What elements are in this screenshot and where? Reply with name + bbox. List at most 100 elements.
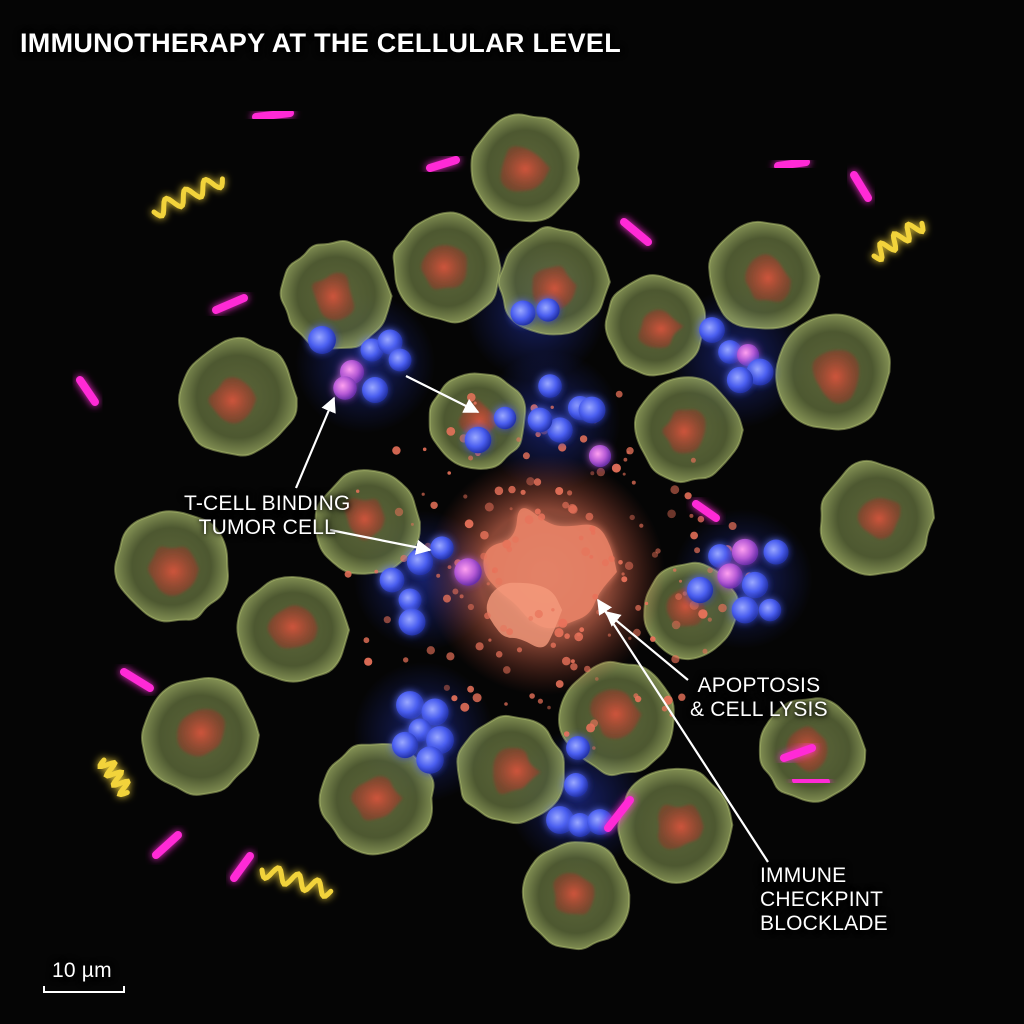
t-cell-layer	[308, 298, 789, 837]
t-cell	[510, 300, 536, 326]
debris-particle	[611, 463, 621, 473]
debris-particle	[684, 492, 692, 500]
debris-particle	[661, 705, 668, 712]
debris-particle	[702, 648, 708, 654]
debris-particle	[707, 567, 713, 574]
debris-particle	[678, 693, 686, 701]
debris-particle	[524, 515, 534, 525]
debris-particle	[579, 435, 588, 443]
debris-particle	[585, 512, 594, 521]
tumor-cell	[314, 469, 421, 575]
debris-particle	[635, 604, 642, 611]
annotation-arrows	[294, 375, 769, 863]
t-cell-activated	[333, 376, 357, 400]
tumor-cell-nucleus	[662, 409, 706, 454]
t-cell	[746, 358, 774, 386]
debris-particle	[589, 555, 594, 559]
annotation-line: TUMOR CELL	[198, 516, 336, 540]
arrow-tcell-mid	[329, 528, 432, 555]
t-cell	[763, 539, 789, 565]
debris-particle	[547, 705, 551, 710]
debris-particle	[443, 594, 451, 603]
debris-particle	[698, 609, 708, 619]
tumor-cell	[392, 211, 502, 324]
t-cell	[388, 348, 412, 372]
t-cell	[686, 576, 714, 604]
debris-particle	[570, 659, 575, 664]
tumor-cell	[633, 376, 744, 484]
debris-particle	[533, 478, 542, 486]
t-cell	[430, 536, 454, 560]
cytokine-helix	[151, 176, 225, 219]
debris-particle	[421, 492, 425, 496]
debris-particle	[718, 603, 727, 613]
antibody-molecule	[76, 376, 99, 406]
t-cell	[421, 698, 449, 726]
debris-particle	[644, 601, 649, 606]
debris-particle	[492, 569, 496, 573]
debris-particle	[689, 513, 694, 518]
t-cell	[731, 596, 759, 624]
t-cell	[379, 567, 405, 593]
debris-particle	[459, 594, 464, 599]
debris-particle	[608, 555, 615, 562]
debris-particle	[480, 530, 489, 540]
scale-bar	[43, 986, 125, 993]
t-cell	[568, 813, 592, 837]
t-cell	[308, 326, 336, 354]
arrow-apoptosis	[604, 611, 689, 681]
debris-particle	[534, 508, 541, 515]
tumor-cell-nucleus	[267, 605, 318, 649]
tumor-cell-nucleus	[857, 498, 901, 540]
debris-particle	[447, 471, 452, 475]
debris-particle	[615, 390, 623, 398]
debris-particle	[596, 467, 605, 477]
cytokine-helix	[97, 757, 131, 798]
annotation-line: APOPTOSIS	[697, 674, 821, 697]
debris-particle	[555, 487, 564, 495]
debris-particle	[467, 685, 474, 693]
debris-particle	[394, 507, 404, 517]
scale-bar-label: 10 µm	[52, 959, 112, 982]
t-cell	[758, 598, 782, 622]
debris-particle	[728, 522, 737, 530]
debris-particle	[537, 698, 544, 704]
annotation-apoptosis: APOPTOSIS & CELL LYSIS	[690, 674, 828, 722]
debris-particle	[628, 636, 632, 640]
tumor-cell-nucleus	[638, 309, 684, 348]
debris-particle	[671, 655, 680, 664]
antibody-molecule	[252, 109, 294, 121]
t-cell	[377, 329, 403, 355]
tumor-cell-layer	[114, 113, 936, 951]
debris-particle	[504, 702, 508, 706]
debris-particle	[486, 582, 490, 586]
debris-particle	[506, 628, 513, 636]
antibody-molecule	[120, 668, 154, 692]
annotation-line: IMMUNE	[760, 864, 847, 887]
debris-particle	[484, 502, 494, 512]
debris-particle	[601, 559, 609, 567]
t-cell	[546, 806, 574, 834]
tumor-cell-nucleus	[421, 245, 468, 290]
debris-particle	[650, 636, 656, 642]
debris-particle	[567, 503, 577, 514]
tumor-cell	[279, 239, 393, 350]
debris-particle	[550, 642, 556, 648]
annotation-line: CHECKPINT	[760, 888, 884, 912]
debris-particle	[707, 617, 712, 622]
tumor-cell	[114, 510, 229, 623]
t-cell-activated	[588, 444, 612, 468]
debris-particle	[592, 746, 596, 750]
debris-particle	[534, 609, 543, 619]
tumor-cell	[318, 742, 435, 856]
debris-particle	[410, 522, 414, 526]
tumor-cell-nucleus	[351, 776, 403, 821]
arrow-tcell-upper	[405, 375, 480, 413]
debris-particle	[522, 452, 530, 460]
debris-particle	[472, 693, 482, 703]
t-cell	[708, 544, 732, 568]
debris-particle	[488, 638, 492, 642]
t-cell	[406, 548, 434, 576]
cytokine-helix	[871, 220, 926, 263]
